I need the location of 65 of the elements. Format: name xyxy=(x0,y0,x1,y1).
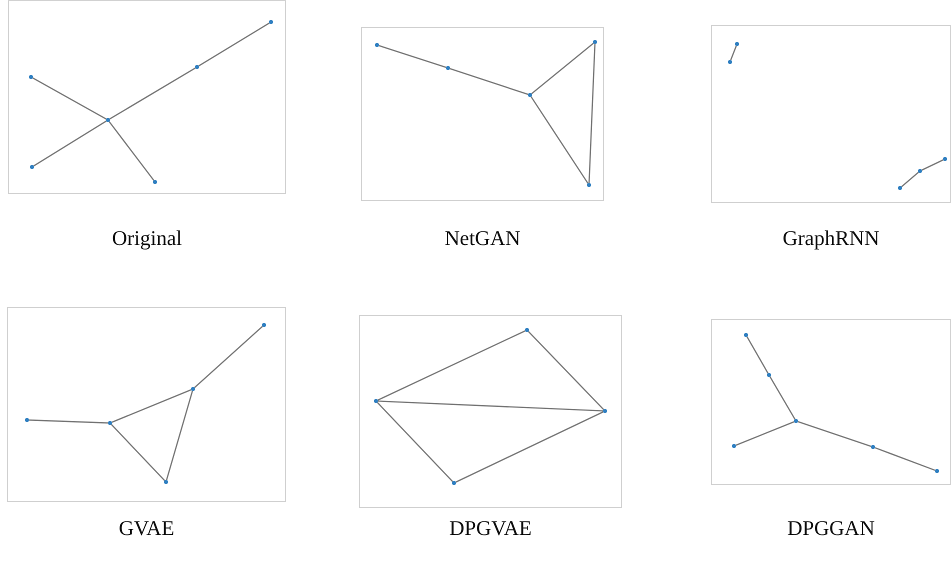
graph-edge xyxy=(922,159,944,171)
graph-caption: GVAE xyxy=(118,516,174,540)
graph-vertex xyxy=(525,328,529,332)
graph-edge xyxy=(33,120,107,166)
graph-edge xyxy=(109,67,196,120)
graph-edge xyxy=(746,336,769,374)
graph-edge xyxy=(110,424,166,481)
graph-edge xyxy=(112,389,192,423)
graph-vertex xyxy=(744,333,748,337)
graph-vertex xyxy=(191,387,195,391)
graph-edge xyxy=(198,22,270,67)
graph-edge xyxy=(769,376,796,420)
graph-edge xyxy=(531,42,594,94)
graph-edge xyxy=(528,330,604,410)
graph-vertex xyxy=(593,40,597,44)
graph-vertex xyxy=(732,444,736,448)
graph-edge xyxy=(588,44,596,184)
graph-vertex xyxy=(587,183,591,187)
graph-vertex xyxy=(375,43,379,47)
graph-edge xyxy=(530,96,588,184)
graph-vertex xyxy=(935,469,939,473)
graph-vertex xyxy=(452,481,456,485)
graph-caption: Original xyxy=(112,226,182,250)
graph-caption: DPGGAN xyxy=(787,516,875,540)
graph-vertex xyxy=(374,399,378,403)
graph-vertex xyxy=(446,66,450,70)
graph-edge xyxy=(32,77,107,120)
graph-vertex xyxy=(528,93,532,97)
graph-vertex xyxy=(25,418,29,422)
graph-caption: GraphRNN xyxy=(782,226,880,250)
graph-vertex xyxy=(767,373,771,377)
graph-edge xyxy=(378,330,526,401)
graph-vertex xyxy=(871,445,875,449)
graph-vertex xyxy=(943,157,947,161)
graph-edge xyxy=(376,402,454,482)
graph-vertex xyxy=(735,42,739,46)
graph-vertex xyxy=(918,169,922,173)
graph-vertex xyxy=(794,419,798,423)
graph-vertex xyxy=(603,409,607,413)
graph-edge xyxy=(874,447,936,471)
graph-caption: NetGAN xyxy=(444,226,520,250)
graph-vertex xyxy=(29,75,33,79)
graph-edge xyxy=(798,421,872,447)
graph-edge xyxy=(378,400,604,412)
graph-edge xyxy=(378,45,446,68)
graph-edge xyxy=(456,411,604,483)
graph-vertex xyxy=(30,165,34,169)
graph-edge xyxy=(108,121,154,181)
graph-edge xyxy=(450,68,528,95)
graph-vertex xyxy=(153,180,157,184)
graph-edge xyxy=(901,172,919,188)
graph-vertex xyxy=(195,65,199,69)
graph-vertex xyxy=(106,118,110,122)
graph-vertex xyxy=(164,480,168,484)
graph-vertex xyxy=(262,323,266,327)
graph-edge xyxy=(194,326,263,388)
graph-edge xyxy=(736,421,794,446)
graph-edge xyxy=(28,419,108,424)
graph-caption: DPGVAE xyxy=(449,516,532,540)
graph-vertex xyxy=(269,20,273,24)
graph-vertex xyxy=(108,421,112,425)
graph-edge xyxy=(730,46,737,60)
graph-vertex xyxy=(898,186,902,190)
graph-edge xyxy=(166,390,194,480)
graph-vertex xyxy=(728,60,732,64)
